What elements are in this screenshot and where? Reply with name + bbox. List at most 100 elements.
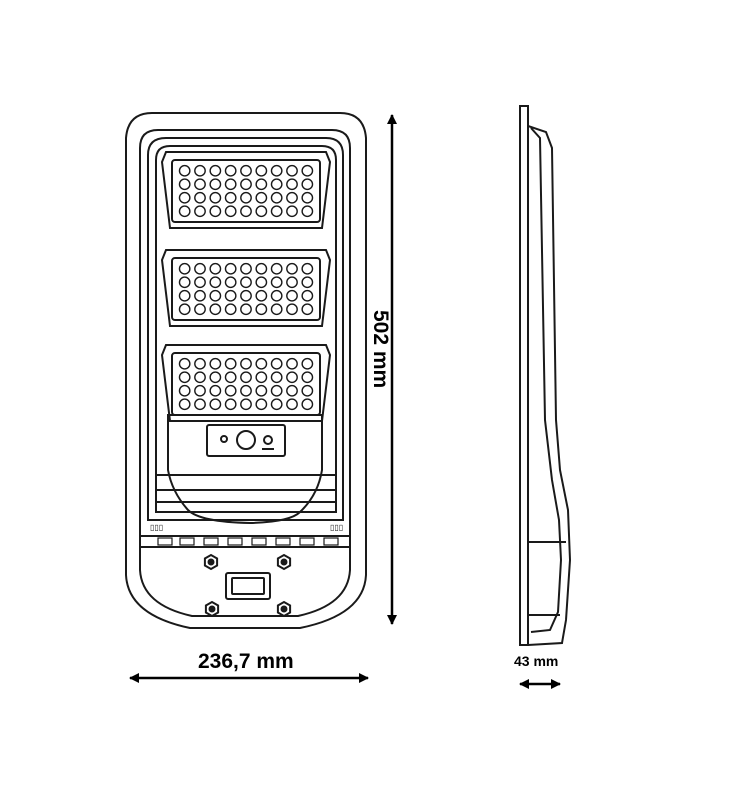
led-diode	[194, 398, 206, 411]
bolt-center	[208, 605, 216, 613]
led-diode	[178, 178, 191, 191]
panel-frame-inner	[155, 145, 337, 513]
led-diode	[209, 384, 222, 397]
led-diode	[178, 289, 191, 302]
led-diode	[255, 371, 268, 384]
led-diode	[270, 398, 283, 411]
led-diode	[301, 262, 314, 275]
led-diode	[240, 289, 252, 302]
led-diode	[178, 357, 191, 370]
led-diode	[301, 164, 314, 177]
led-diode	[224, 276, 237, 289]
led-diode	[301, 303, 314, 316]
led-diode	[255, 289, 268, 302]
bolt-hex	[276, 553, 292, 571]
led-diode	[286, 371, 298, 384]
led-diode	[270, 357, 283, 370]
height-label: 502 mm	[369, 310, 392, 389]
led-diode	[270, 384, 283, 397]
led-diode	[270, 289, 283, 302]
led-diode	[301, 191, 314, 204]
led-panel	[160, 151, 332, 229]
led-diode	[178, 398, 191, 411]
led-diode	[178, 303, 191, 316]
led-diode	[178, 205, 191, 218]
led-diode	[286, 262, 298, 275]
led-diode	[194, 357, 206, 370]
panel-frame	[147, 137, 344, 521]
led-diode	[240, 398, 252, 411]
led-diode	[194, 303, 206, 316]
led-diode	[178, 276, 191, 289]
led-diode	[255, 303, 268, 316]
front-view: ▯▯▯▯▯▯	[125, 112, 367, 629]
sensor-led-left	[220, 435, 228, 443]
led-diode	[178, 164, 191, 177]
led-diode	[194, 178, 206, 191]
led-diode	[270, 303, 283, 316]
bolt-center	[280, 605, 288, 613]
depth-label: 43 mm	[514, 653, 559, 669]
led-diode	[301, 398, 314, 411]
led-panel	[160, 249, 332, 327]
led-diode	[194, 289, 206, 302]
led-diode	[255, 357, 268, 370]
bolt-hex	[204, 600, 220, 618]
led-diode	[194, 191, 206, 204]
led-diode	[255, 398, 268, 411]
led-diode	[209, 164, 222, 177]
led-diode	[301, 371, 314, 384]
side-view	[519, 105, 572, 646]
led-diode	[224, 384, 237, 397]
led-diode	[224, 178, 237, 191]
led-diode	[286, 276, 298, 289]
led-diode	[194, 276, 206, 289]
bolt-hex	[203, 553, 219, 571]
led-diode	[240, 164, 252, 177]
label-plate-inner	[231, 577, 265, 595]
band-slot	[323, 537, 339, 546]
led-diode	[286, 303, 298, 316]
led-diode	[270, 276, 283, 289]
led-diode	[209, 262, 222, 275]
led-diode	[286, 384, 298, 397]
led-diode	[224, 191, 237, 204]
led-diode	[255, 262, 268, 275]
led-diode	[286, 357, 298, 370]
sensor-led-right	[263, 435, 273, 445]
sensor-window	[206, 424, 286, 457]
led-diode	[209, 276, 222, 289]
sensor-lens	[236, 430, 256, 450]
led-panel-bezel	[160, 249, 332, 327]
vent-mark: ▯▯▯	[330, 523, 343, 532]
led-diode	[178, 371, 191, 384]
led-diode	[270, 164, 283, 177]
led-diode	[270, 178, 283, 191]
band-slot	[299, 537, 315, 546]
side-profile-back	[519, 105, 529, 646]
led-panel-bezel	[160, 344, 332, 422]
led-diode	[286, 398, 298, 411]
led-panel-window	[171, 352, 321, 416]
led-diode	[240, 384, 252, 397]
led-diode	[255, 191, 268, 204]
side-profile-inner	[530, 127, 563, 633]
led-diode	[209, 191, 222, 204]
led-diode	[301, 178, 314, 191]
led-diode	[286, 178, 298, 191]
led-panels	[160, 151, 332, 422]
led-diode	[240, 178, 252, 191]
led-diode	[194, 384, 206, 397]
led-diode	[224, 398, 237, 411]
led-diode	[178, 384, 191, 397]
housing-inner-rim	[139, 129, 351, 617]
led-diode	[209, 371, 222, 384]
led-diode	[209, 178, 222, 191]
side-profile-front	[527, 125, 572, 646]
band-slot	[179, 537, 195, 546]
led-diode	[224, 371, 237, 384]
label-plate	[225, 572, 271, 600]
led-diode	[286, 205, 298, 218]
